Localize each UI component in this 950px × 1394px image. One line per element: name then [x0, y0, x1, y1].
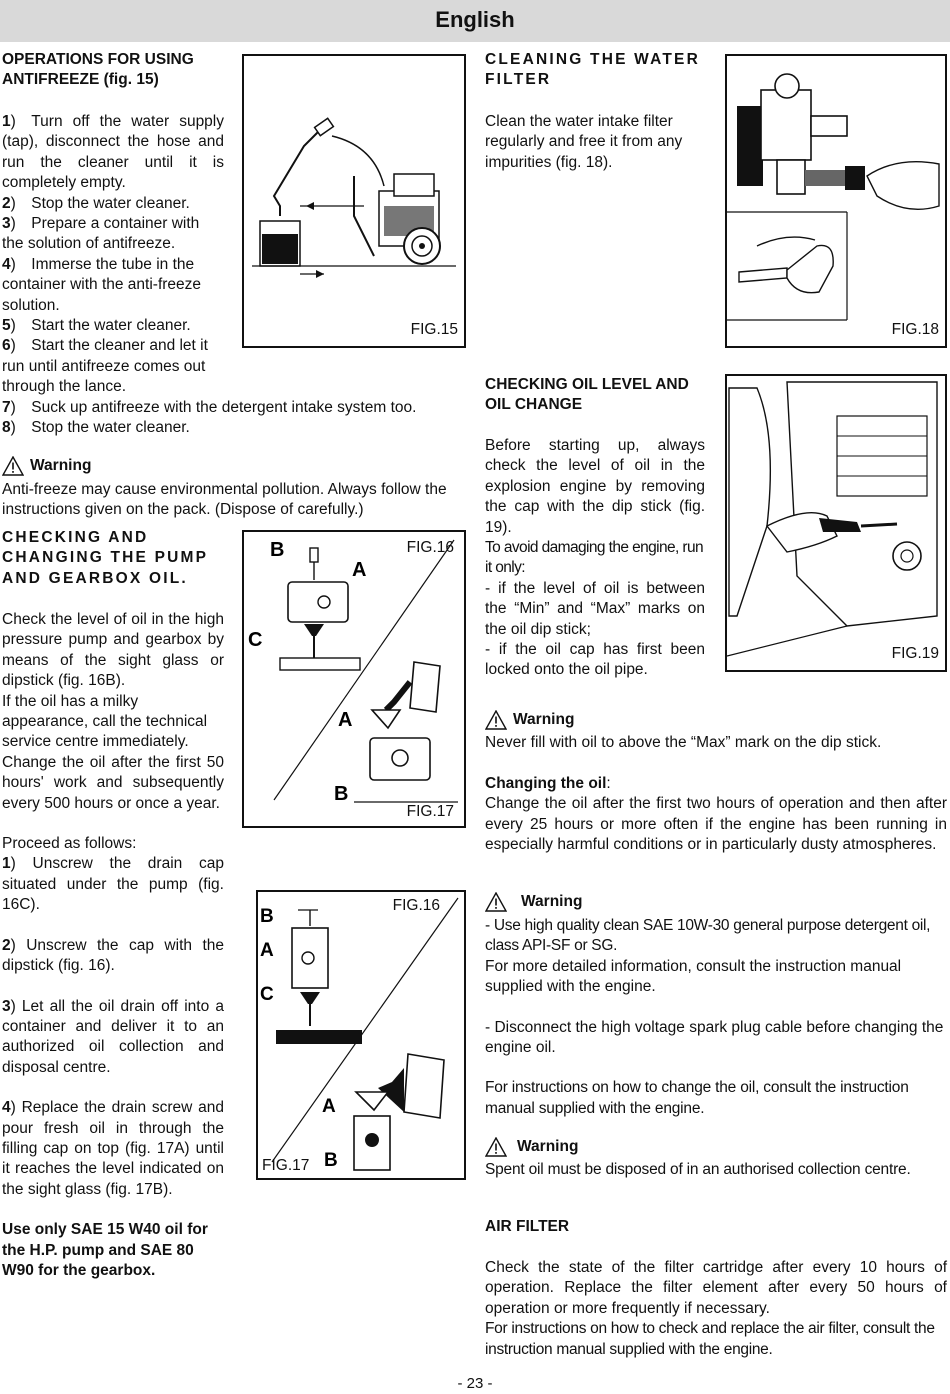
- pump-step: 2) Unscrew the cap with the dipstick (fi…: [2, 936, 224, 975]
- figure-16-17-top: B A C A B FIG.16 FIG.17: [242, 530, 466, 828]
- pump-oil-diagram-bottom: B A C A B: [260, 897, 459, 1171]
- antifreeze-step: 8) Stop the water cleaner.: [2, 419, 190, 437]
- air-filter-heading: AIR FILTER: [485, 1218, 570, 1235]
- fig18-label: FIG.18: [891, 320, 939, 338]
- pump-oil-diagram-top: B A C A B: [248, 539, 458, 805]
- air-filter-paragraph: For instructions on how to check and rep…: [485, 1320, 935, 1358]
- oil-level-paragraph: - if the level of oil is between the “Mi…: [485, 579, 705, 638]
- page-header: English: [0, 0, 950, 42]
- antifreeze-step: 2) Stop the water cleaner.: [2, 194, 190, 212]
- warning-icon: [485, 892, 507, 912]
- changing-oil-warning-title: Warning: [485, 892, 582, 912]
- fig19-label: FIG.19: [891, 644, 939, 662]
- warning-icon: [2, 456, 24, 476]
- oil-level-warning-text: Never fill with oil to above the “Max” m…: [485, 734, 882, 751]
- antifreeze-step: 5) Start the water cleaner.: [2, 317, 191, 335]
- diagram-label-b: B: [270, 539, 284, 561]
- antifreeze-warning-title: Warning: [2, 456, 91, 476]
- language-title: English: [435, 7, 515, 32]
- oil-level-paragraph: - if the oil cap has first been locked o…: [485, 641, 705, 679]
- antifreeze-step: 6) Start the cleaner and let it run unti…: [2, 337, 208, 396]
- pump-oil-paragraphs: Check the level of oil in the high press…: [2, 610, 224, 1281]
- warning-item: For more detailed information, consult t…: [485, 957, 902, 996]
- pump-oil-paragraph: If the oil has a milky appearance, call …: [2, 692, 208, 751]
- oil-level-paragraph: To avoid damaging the engine, run it onl…: [485, 539, 704, 577]
- proceed-text: Proceed as follows:: [2, 835, 137, 853]
- pump-step: 4) Replace the drain screw and pour fres…: [2, 1099, 224, 1198]
- pump-step: 3) Let all the oil drain off into a cont…: [2, 997, 224, 1076]
- changing-oil-heading: Changing the oil:: [485, 775, 611, 792]
- diagram-label-a: A: [338, 709, 352, 731]
- fig17-label: FIG.17: [262, 1156, 310, 1174]
- changing-oil-warning-body: - Use high quality clean SAE 10W-30 gene…: [485, 916, 947, 1119]
- diagram-label-b: B: [334, 783, 348, 805]
- water-filter-illustration: [727, 73, 940, 321]
- pump-oil-paragraph: Change the oil after the first 50 hours'…: [2, 753, 224, 812]
- air-filter-paragraph: Check the state of the filter cartridge …: [485, 1259, 947, 1317]
- changing-oil-section: Changing the oil: Change the oil after t…: [485, 774, 947, 856]
- oil-level-body: Before starting up, always check the lev…: [485, 436, 705, 681]
- warning-item: - Use high quality clean SAE 10W-30 gene…: [485, 917, 931, 955]
- fig17-label: FIG.17: [406, 802, 454, 820]
- air-filter-body: Check the state of the filter cartridge …: [485, 1258, 947, 1360]
- diagram-label-c: C: [248, 629, 262, 651]
- oil-type-note: Use only SAE 15 W40 oil for the H.P. pum…: [2, 1221, 208, 1279]
- diagram-label-a: A: [260, 940, 274, 961]
- fig16-label: FIG.16: [406, 539, 454, 556]
- antifreeze-step: 1) Turn off the water supply (tap), disc…: [2, 113, 224, 192]
- page-number: - 23 -: [457, 1375, 493, 1392]
- changing-oil-text: Change the oil after the first two hours…: [485, 795, 947, 854]
- oil-level-paragraph: Before starting up, always check the lev…: [485, 437, 705, 536]
- fig16-label: FIG.16: [392, 897, 440, 914]
- antifreeze-step: 3) Prepare a container with the solution…: [2, 215, 200, 253]
- diagram-label-a: A: [322, 1096, 336, 1117]
- figure-18: FIG.18: [725, 54, 947, 348]
- antifreeze-warning-text: Anti-freeze may cause environmental poll…: [2, 481, 447, 519]
- pump-oil-heading: CHECKING AND CHANGING THE PUMP AND GEARB…: [2, 529, 208, 587]
- figure-15: FIG.15: [242, 54, 466, 348]
- diagram-label-b: B: [324, 1150, 338, 1171]
- water-filter-heading: CLEANING THE WATER FILTER: [485, 51, 700, 89]
- warning-icon: [485, 710, 507, 730]
- figure-19: FIG.19: [725, 374, 947, 672]
- diagram-label-c: C: [260, 984, 274, 1005]
- figure-16-17-bottom: B A C A B FIG.16 FIG.17: [256, 890, 466, 1180]
- diagram-label-a: A: [352, 559, 366, 581]
- pressure-washer-antifreeze-illustration: [252, 117, 456, 278]
- antifreeze-steps-7-8: 7) Suck up antifreeze with the detergent…: [2, 398, 472, 439]
- engine-dipstick-illustration: [726, 381, 938, 657]
- pump-step: 1) Unscrew the drain cap situated under …: [2, 855, 224, 914]
- spent-oil-warning-title: Warning: [485, 1137, 578, 1157]
- antifreeze-step: 7) Suck up antifreeze with the detergent…: [2, 399, 417, 416]
- warning-icon: [485, 1137, 507, 1157]
- oil-level-warning-title: Warning: [485, 710, 574, 730]
- antifreeze-step: 4) Immerse the tube in the container wit…: [2, 255, 202, 314]
- antifreeze-steps-1-6: 1) Turn off the water supply (tap), disc…: [2, 112, 224, 398]
- spent-oil-warning-text: Spent oil must be disposed of in an auth…: [485, 1161, 911, 1178]
- fig15-label: FIG.15: [410, 320, 458, 338]
- warning-item: For instructions on how to change the oi…: [485, 1079, 909, 1117]
- pump-oil-paragraph: Check the level of oil in the high press…: [2, 611, 224, 690]
- antifreeze-heading: OPERATIONS FOR USING ANTIFREEZE (fig. 15…: [2, 51, 194, 89]
- oil-level-heading: CHECKING OIL LEVEL AND OIL CHANGE: [485, 376, 689, 414]
- water-filter-text: Clean the water intake filter regularly …: [485, 113, 683, 171]
- warning-item: - Disconnect the high voltage spark plug…: [485, 1018, 944, 1057]
- diagram-label-b: B: [260, 906, 274, 927]
